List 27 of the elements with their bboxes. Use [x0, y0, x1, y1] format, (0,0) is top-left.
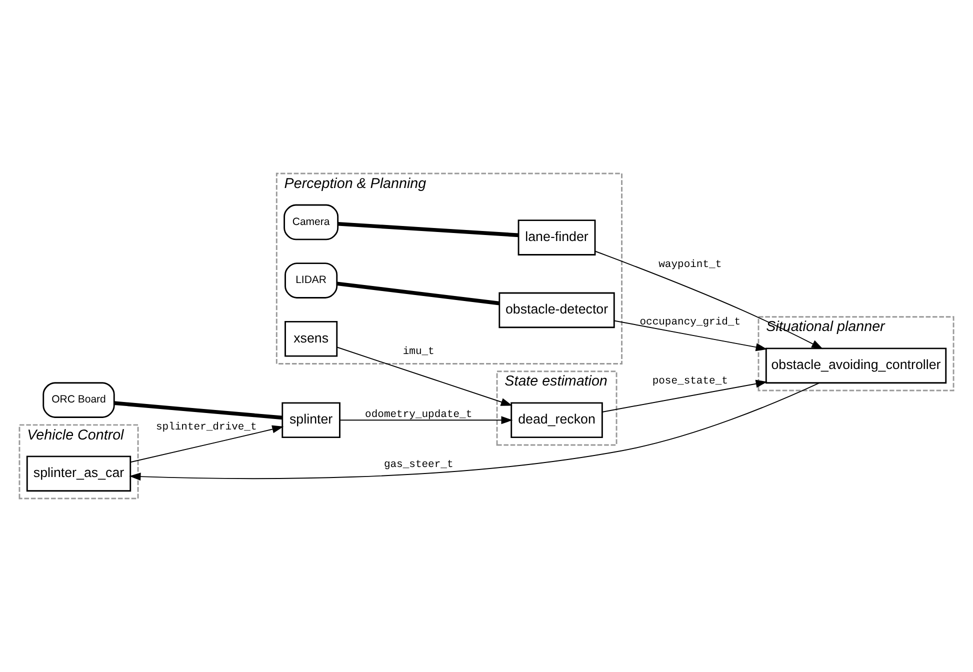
node-box: ORC Board: [42, 382, 115, 418]
arrow: [130, 425, 284, 463]
node-box: obstacle-detector: [498, 292, 615, 328]
edge-label: imu_t: [402, 346, 434, 358]
connector: [336, 282, 500, 306]
node-box: xsens: [284, 320, 338, 357]
edge-label: pose_state_t: [652, 376, 728, 388]
arrow: [594, 250, 824, 350]
arrow: [336, 346, 512, 406]
node-box: splinter_as_car: [26, 456, 132, 492]
edge-label: odometry_update_t: [365, 409, 472, 422]
edge-label: occupancy_grid_t: [640, 316, 741, 328]
edge-label: waypoint_t: [658, 258, 722, 271]
arrow: [340, 416, 513, 424]
edge-label: splinter_drive_t: [156, 422, 257, 434]
node-box: Camera: [284, 204, 339, 240]
arrow: [614, 320, 768, 352]
node-box: lane-finder: [518, 220, 596, 256]
connector: [114, 401, 282, 420]
connector: [338, 222, 519, 238]
arrow: [129, 382, 820, 481]
node-box: dead_reckon: [510, 402, 603, 438]
arrow: [602, 380, 768, 412]
edge-label: gas_steer_t: [384, 458, 454, 471]
node-box: LIDAR: [284, 262, 338, 298]
node-box: obstacle_avoiding_controller: [765, 348, 947, 384]
node-box: splinter: [282, 402, 340, 438]
